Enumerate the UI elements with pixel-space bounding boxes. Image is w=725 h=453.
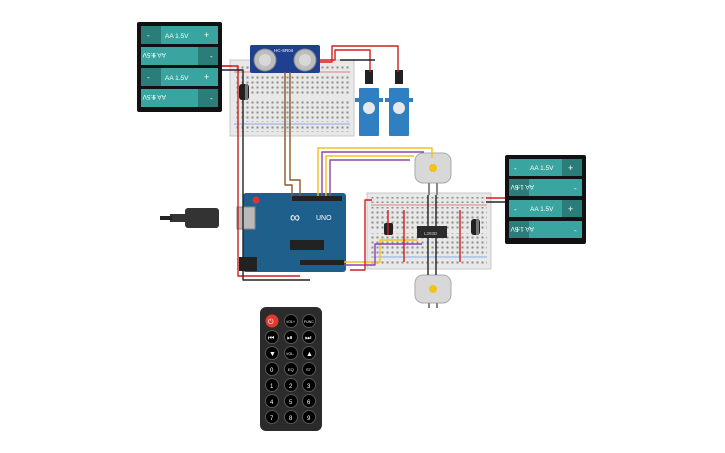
digit-5-button[interactable] [284,394,298,408]
eq-button[interactable] [284,362,298,376]
power-icon: ⏻ [268,318,274,326]
servo-motor-1[interactable] [355,70,383,136]
dc-motor-top[interactable] [414,152,452,195]
battery-positive-label: + [204,30,209,40]
up-button[interactable] [302,346,316,360]
battery-cell[interactable]: - AA 1.5V + [141,68,218,86]
digit-9-label: 9 [307,416,311,422]
servo-motor-2[interactable] [385,70,413,136]
eq-label: EQ [288,367,294,372]
prev-button[interactable] [265,330,279,344]
ultrasonic-sensor[interactable]: HC-SR04 [250,45,320,73]
battery-pack-right[interactable]: - AA 1.5V + + AA 1.5V - - AA 1.5V + + AA… [505,155,586,244]
vol-up-button[interactable] [284,314,298,328]
battery-negative-label: - [210,52,213,61]
battery-negative-label: - [514,164,517,173]
digit-1-button[interactable] [265,378,279,392]
sensor-label: HC-SR04 [274,48,294,53]
battery-cell[interactable]: + AA 1.5V - [141,89,218,107]
battery-cell-label: AA 1.5V [165,33,189,40]
ir-remote[interactable]: ⏻ VOL+ FUNC ⏮ ⏯ ⏭ ▼ VOL- ▲ 0 EQ ST 1 2 3… [260,307,322,431]
battery-cell[interactable]: - AA 1.5V + [509,200,582,217]
next-icon: ⏭ [305,335,312,342]
battery-negative-label: - [147,31,150,40]
battery-cell-label: AA 1.5V [530,165,554,172]
motor-driver-chip[interactable]: L293D [417,226,447,238]
arduino-board[interactable]: ∞ UNO [236,193,346,272]
digit-6-label: 6 [307,400,311,406]
digit-8-button[interactable] [284,410,298,424]
battery-cell-label: AA 1.5V [142,51,166,58]
battery-cell[interactable]: + AA 1.5V - [509,221,582,238]
next-button[interactable] [302,330,316,344]
up-icon: ▲ [306,351,313,358]
dc-motor-bottom[interactable] [414,274,452,308]
battery-pack-left[interactable]: - AA 1.5V + + AA 1.5V - - AA 1.5V + + AA… [137,22,222,112]
digit-6-button[interactable] [302,394,316,408]
digit-3-label: 3 [307,384,311,390]
battery-positive-label: + [151,93,156,103]
digit-4-label: 4 [270,400,274,406]
play-pause-icon: ⏯ [287,335,293,342]
digit-1-label: 1 [270,384,274,390]
vol-down-label: VOL- [286,352,295,356]
battery-positive-label: + [515,225,520,235]
battery-cell-label: AA 1.5V [142,93,166,100]
battery-positive-label: + [515,183,520,193]
st-button[interactable] [302,362,316,376]
battery-cell[interactable]: - AA 1.5V + [141,26,218,44]
battery-cell-label: AA 1.5V [510,183,534,190]
play-pause-button[interactable] [284,330,298,344]
func-button[interactable] [302,314,316,328]
battery-negative-label: - [574,226,577,235]
digit-5-label: 5 [289,400,293,406]
arduino-logo: ∞ [290,209,300,225]
reset-button[interactable] [252,196,260,204]
func-label: FUNC [304,320,314,324]
prev-icon: ⏮ [268,335,274,342]
st-label: ST [306,367,312,372]
battery-negative-label: - [574,184,577,193]
digit-0-button[interactable] [265,362,279,376]
vol-up-label: VOL+ [286,320,295,324]
digit-2-button[interactable] [284,378,298,392]
battery-negative-label: - [147,73,150,82]
battery-positive-label: + [151,51,156,61]
digit-3-button[interactable] [302,378,316,392]
digit-7-button[interactable] [265,410,279,424]
battery-positive-label: + [568,204,573,214]
battery-cell[interactable]: + AA 1.5V - [141,47,218,65]
digit-8-label: 8 [289,416,293,422]
capacitor-right-2[interactable] [471,219,480,235]
battery-positive-label: + [204,72,209,82]
battery-cell-label: AA 1.5V [165,75,189,82]
battery-cell-label: AA 1.5V [530,206,554,213]
digit-0-label: 0 [270,368,274,374]
digit-2-label: 2 [289,384,293,390]
down-button[interactable] [265,346,279,360]
battery-cell-label: AA 1.5V [510,225,534,232]
battery-positive-label: + [568,163,573,173]
down-icon: ▼ [269,351,276,358]
power-button[interactable] [265,314,279,328]
battery-cell[interactable]: - AA 1.5V + [509,159,582,176]
digit-4-button[interactable] [265,394,279,408]
capacitor[interactable] [239,84,249,100]
digit-7-label: 7 [270,416,274,422]
battery-negative-label: - [210,94,213,103]
battery-cell[interactable]: + AA 1.5V - [509,179,582,196]
usb-cable[interactable] [160,208,219,228]
motor-driver-label: L293D [424,231,438,236]
wires [222,45,505,281]
arduino-brand-label: UNO [316,215,332,222]
battery-negative-label: - [514,205,517,214]
digit-9-button[interactable] [302,410,316,424]
vol-down-button[interactable] [284,346,298,360]
